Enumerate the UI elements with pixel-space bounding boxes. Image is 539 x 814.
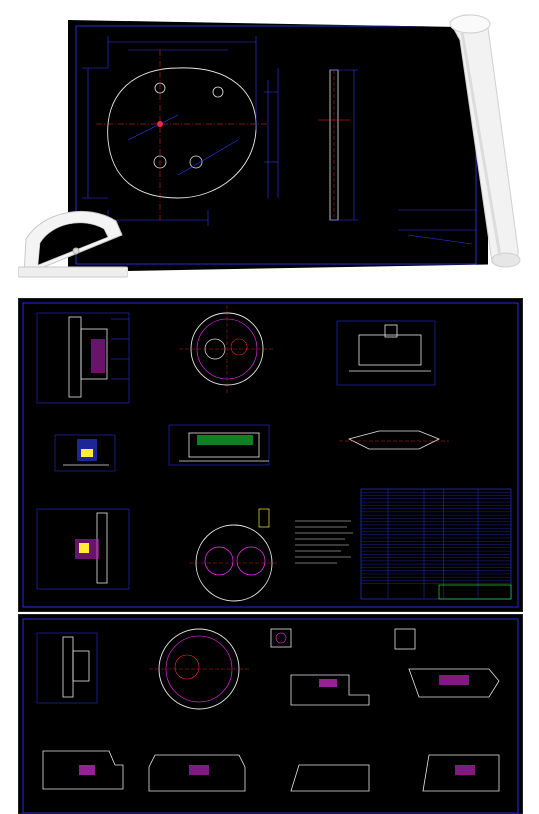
- detail-small-bracket: [270, 628, 416, 650]
- detail-left-section: [36, 632, 98, 704]
- housing-front-view: [189, 508, 279, 602]
- section-view-top-left: [36, 312, 130, 404]
- parts-table-frame: [360, 488, 512, 600]
- sheet3-drawing: [22, 618, 519, 813]
- section-view-mid-left: [54, 434, 116, 472]
- part-outline: [107, 67, 257, 199]
- detail-ring-view: [149, 628, 249, 710]
- section-view-bottom-left: [36, 508, 130, 590]
- side-view: [318, 69, 358, 221]
- technical-notes: [295, 520, 353, 564]
- drawing-sheet-2: [18, 298, 523, 612]
- protractor-graphic: [18, 210, 128, 278]
- right-small-view: [339, 430, 449, 450]
- drawing-sheet-1: [68, 20, 488, 272]
- housing-top-view: [179, 305, 275, 393]
- housing-side-view: [168, 424, 270, 466]
- right-section-view: [336, 320, 436, 386]
- parts-table: [360, 488, 512, 600]
- title-block-box: [438, 584, 512, 600]
- detail-accents: [79, 675, 475, 775]
- detail-housing-views: [42, 668, 500, 792]
- drawing-sheet-3: [18, 614, 523, 814]
- sheet2-drawing: [22, 302, 519, 608]
- sheet1-drawing: [75, 25, 477, 265]
- title-block: [398, 209, 476, 245]
- paper-roll-graphic: [449, 14, 521, 268]
